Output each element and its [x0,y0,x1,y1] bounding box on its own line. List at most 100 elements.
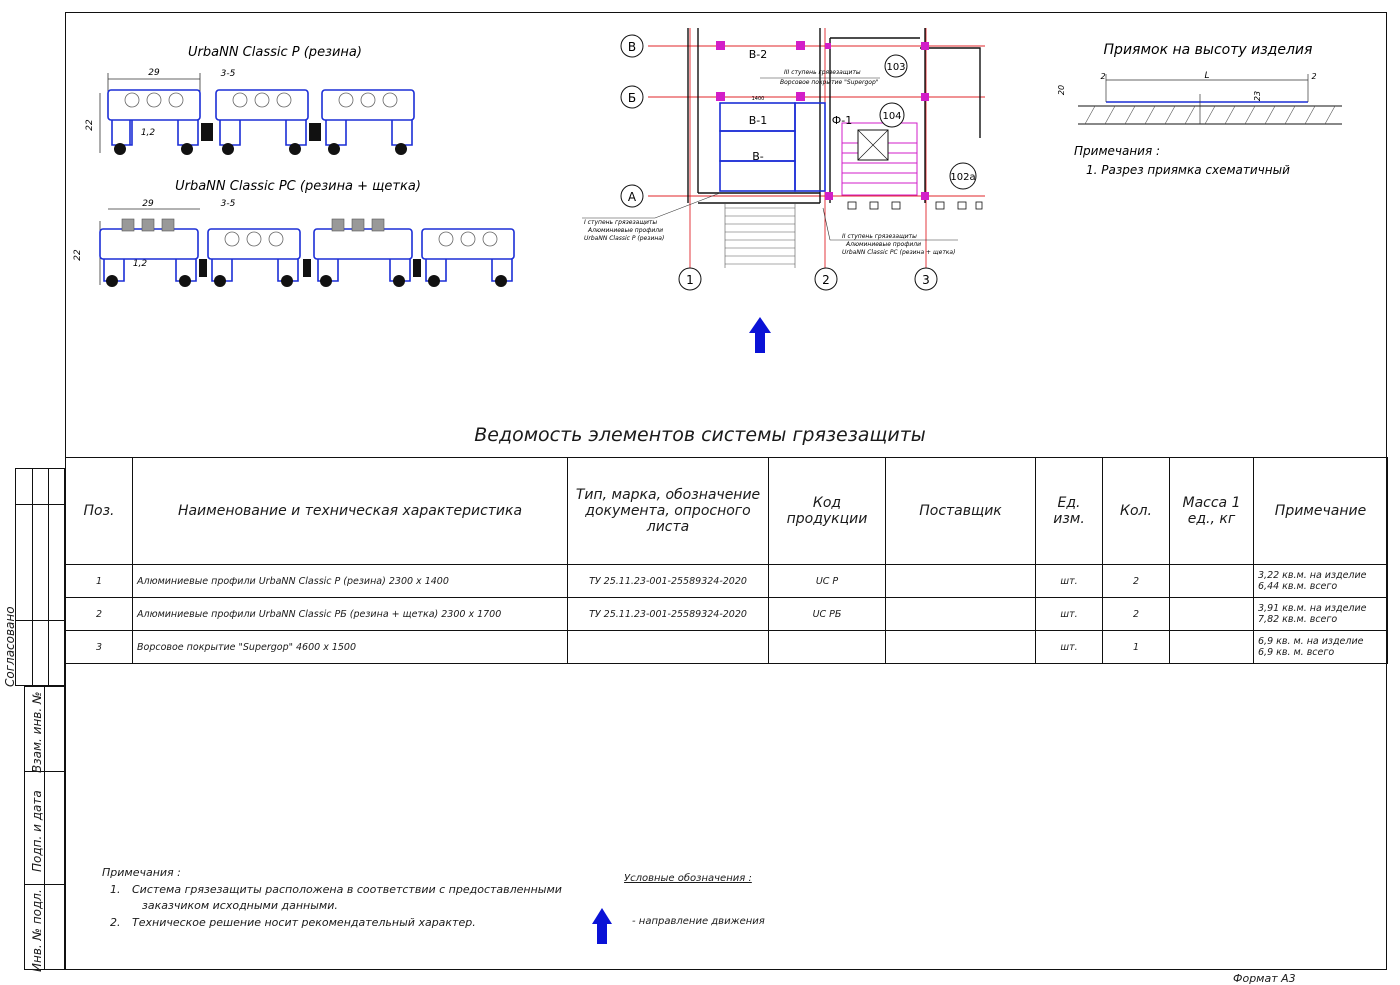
row-pos: 1 [65,564,133,598]
row-code: UC PБ [768,597,886,631]
row-note-line1: 6,9 кв. м. на изделие [1258,636,1364,647]
legend-arrow-icon [592,908,612,944]
profile-top-title: UrbaNN Classic P (резина) [188,45,362,60]
row-supplier [885,564,1036,598]
zone-v2: В-2 [749,48,768,61]
table-row: 1 Алюминиевые профили UrbaNN Classic P (… [65,564,1388,598]
plan-dim-label: 1400 [752,96,765,102]
callout-left-line3: UrbaNN Classic P (резина) [584,235,664,242]
pit-note-1: 1. Разрез приямка схематичный [1086,163,1290,177]
axis-number-1: 1 [686,273,694,287]
zone-f1: Ф-1 [832,114,852,127]
row-type: ТУ 25.11.23-001-25589324-2020 [567,597,769,631]
table-row: 2 Алюминиевые профили UrbaNN Classic PБ … [65,597,1388,631]
profile-top-dim-height: 22 [85,119,95,131]
legend-arrow-label: - направление движения [632,916,765,927]
axis-letter-v: В [628,40,636,54]
profile-bottom-dim-gap: 3-5 [221,199,236,209]
row-name: Ворсовое покрытие "Supergop" 4600 x 1500 [132,630,568,664]
row-supplier [885,630,1036,664]
pit-dim-l: L [1204,71,1209,81]
stamp-inv-vzam-label: Взам. инв. № [30,691,44,773]
callout-top-line2: Ворсовое покрытие "Supergop" [780,79,879,86]
pit-dim-2b: 2 [1311,72,1316,81]
callout-left-line2: Алюминиевые профили [587,227,663,234]
axis-letter-b: Б [628,91,636,105]
row-pos: 2 [65,597,133,631]
row-code [768,630,886,664]
row-pos: 3 [65,630,133,664]
row-note-line2: 6,44 кв.м. всего [1258,581,1338,592]
header-mass: Масса 1 ед., кг [1169,457,1254,565]
row-qty: 2 [1102,597,1170,631]
profile-drawings: UrbaNN Classic P (резина) 29 3-5 22 1,2 [73,45,515,287]
callout-bottom-line2: Алюминиевые профили [845,241,921,248]
row-name: Алюминиевые профили UrbaNN Classic PБ (р… [132,597,568,631]
pit-section: Приямок на высоту изделия L 2 2 23 20 Пр… [1057,42,1342,177]
profile-top-dim-width: 29 [148,68,160,78]
profile-bottom-dim-small: 1,2 [133,259,148,269]
profile-top-dim-gap: 3-5 [221,69,236,79]
profile-top-modules [107,89,415,146]
row-supplier [885,597,1036,631]
axis-number-2: 2 [822,273,830,287]
row-type [567,630,769,664]
profile-bottom-dim-height: 22 [73,249,83,261]
pit-dim-23: 23 [1253,91,1262,101]
notes-item1-line2: заказчиком исходными данными. [142,899,338,912]
header-unit: Ед. изм. [1035,457,1103,565]
floor-plan: В Б А 1 2 3 103 104 102а В-2 В-1 В- Ф-1 … [582,28,985,291]
zone-v: В- [752,150,764,163]
notes-title: Примечания : [102,866,181,879]
pit-dim-2a: 2 [1100,72,1105,81]
table-header-row: Поз. Наименование и техническая характер… [65,457,1388,565]
notes-item1-num: 1. [110,883,121,896]
header-code: Код продукции [768,457,886,565]
callout-left-line1: I ступень грязезащиты [584,219,657,226]
header-pos: Поз. [65,457,133,565]
header-name: Наименование и техническая характеристик… [132,457,568,565]
axis-number-3: 3 [922,273,930,287]
row-unit: шт. [1035,630,1103,664]
profile-bottom-dim-width: 29 [142,199,154,209]
row-unit: шт. [1035,597,1103,631]
row-code: UC P [768,564,886,598]
notes-item1-line1: Система грязезащиты расположена в соотве… [132,883,562,896]
room-104: 104 [882,111,901,122]
format-label: Формат А3 [1233,972,1296,985]
pit-dim-left: 20 [1057,85,1066,95]
room-103: 103 [886,62,905,73]
row-type: ТУ 25.11.23-001-25589324-2020 [567,564,769,598]
row-note-line1: 3,91 кв.м. на изделие [1258,603,1367,614]
row-qty: 1 [1102,630,1170,664]
row-note-line2: 6,9 кв. м. всего [1258,647,1335,658]
pit-notes-title: Примечания : [1074,144,1160,158]
header-qty: Кол. [1102,457,1170,565]
row-qty: 2 [1102,564,1170,598]
header-supplier: Поставщик [885,457,1036,565]
row-mass [1169,597,1254,631]
row-mass [1169,630,1254,664]
stamp-inv-podl-label: Инв. № подл. [30,889,44,972]
header-type: Тип, марка, обозначение документа, опрос… [567,457,769,565]
stamp-agreed-label: Согласовано [3,606,17,687]
room-102a: 102а [950,172,975,183]
callout-bottom-line3: UrbaNN Classic PC (резина + щетка) [842,249,955,256]
axis-letter-a: А [628,190,637,204]
stamp-agreed-box [15,468,65,686]
row-name: Алюминиевые профили UrbaNN Classic P (ре… [132,564,568,598]
row-mass [1169,564,1254,598]
stamp-sign-date-label: Подп. и дата [30,790,44,872]
row-note-line2: 7,82 кв.м. всего [1258,614,1338,625]
table-row: 3 Ворсовое покрытие "Supergop" 4600 x 15… [65,630,1388,664]
profile-bottom-title: UrbaNN Classic PC (резина + щетка) [175,179,421,194]
notes-item2: Техническое решение носит рекомендательн… [132,916,476,929]
callout-bottom-line1: II ступень грязезащиты [842,233,917,240]
callout-top-line1: III ступень грязезащиты [784,69,861,76]
row-note-line1: 3,22 кв.м. на изделие [1258,570,1367,581]
zone-v1: В-1 [749,114,768,127]
notes-item2-num: 2. [110,916,121,929]
